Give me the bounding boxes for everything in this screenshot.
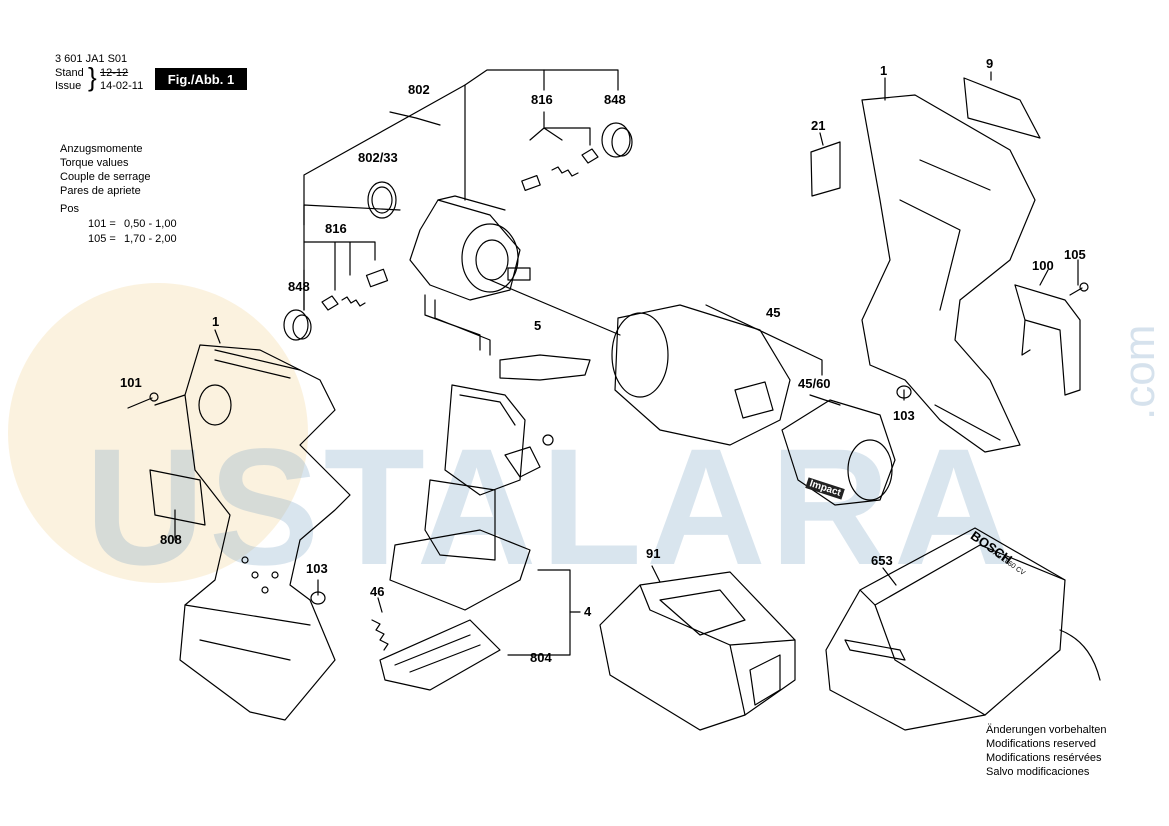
nut-103-left bbox=[310, 591, 326, 605]
old-date: 12-12 bbox=[100, 67, 129, 79]
housing-left bbox=[179, 344, 351, 721]
cap-upper bbox=[601, 122, 633, 158]
leader-816a bbox=[529, 69, 591, 146]
torque-value-101: 0,50 - 1,00 bbox=[124, 218, 177, 230]
nut-103-right bbox=[896, 385, 912, 399]
note-es: Salvo modificaciones bbox=[986, 766, 1090, 778]
torque-pos-101: 101 = bbox=[88, 218, 116, 230]
label-45-60: 45/60 bbox=[798, 376, 831, 391]
label-91: 91 bbox=[646, 546, 661, 561]
label-100: 100 bbox=[1032, 258, 1054, 273]
label-802: 802 bbox=[408, 82, 430, 97]
leader-1a bbox=[214, 329, 221, 344]
leader-91 bbox=[651, 565, 661, 583]
torque-pos-label: Pos bbox=[60, 203, 79, 215]
screw-101 bbox=[127, 392, 159, 409]
label-sticker-21 bbox=[810, 141, 841, 197]
label-sticker-9 bbox=[963, 77, 1041, 139]
label-804: 804 bbox=[530, 650, 552, 665]
leader-lines bbox=[154, 69, 1079, 656]
brush-set-upper bbox=[521, 148, 599, 192]
label-816-upper: 816 bbox=[531, 92, 553, 107]
leader-101 bbox=[154, 394, 186, 406]
o-ring bbox=[367, 181, 397, 219]
label-848-lower: 848 bbox=[288, 279, 310, 294]
watermark-circle bbox=[8, 283, 308, 583]
label-9: 9 bbox=[986, 56, 994, 71]
leader-21 bbox=[819, 132, 824, 146]
figure-badge: Fig./Abb. 1 bbox=[155, 68, 247, 90]
torque-line-en: Torque values bbox=[60, 157, 129, 169]
note-en: Modifications reserved bbox=[986, 738, 1097, 750]
charger bbox=[825, 527, 1101, 731]
label-45: 45 bbox=[766, 305, 781, 320]
torque-value-105: 1,70 - 2,00 bbox=[124, 233, 177, 245]
label-653: 653 bbox=[871, 553, 893, 568]
gear-housing bbox=[611, 304, 791, 446]
leader-816b bbox=[303, 241, 376, 291]
leader-802-33-ring bbox=[389, 111, 441, 126]
watermark-text: USTALARA bbox=[85, 415, 1018, 600]
label-848-upper: 848 bbox=[604, 92, 626, 107]
part-number: 3 601 JA1 S01 bbox=[55, 53, 128, 65]
label-808: 808 bbox=[160, 532, 182, 547]
label-1-left: 1 bbox=[212, 314, 220, 329]
cap-lower bbox=[283, 309, 312, 341]
screw-105 bbox=[1069, 282, 1089, 296]
label-802-33: 802/33 bbox=[358, 150, 398, 165]
label-103-left: 103 bbox=[306, 561, 328, 576]
motor bbox=[409, 195, 531, 356]
impact-cover bbox=[781, 399, 896, 506]
brush-set-lower bbox=[321, 268, 389, 311]
switch-module bbox=[389, 354, 591, 611]
battery-pack bbox=[599, 571, 796, 731]
leader-802-bracket bbox=[303, 69, 619, 311]
leader-100 bbox=[1039, 269, 1049, 286]
torque-line-de: Anzugsmomente bbox=[60, 143, 143, 155]
torque-line-fr: Couple de serrage bbox=[60, 171, 151, 183]
label-5: 5 bbox=[534, 318, 542, 333]
note-de: Änderungen vorbehalten bbox=[986, 724, 1107, 736]
leader-4-bracket bbox=[507, 569, 571, 656]
leader-45-60 bbox=[809, 394, 841, 406]
label-21: 21 bbox=[811, 118, 826, 133]
leader-802-33 bbox=[303, 204, 401, 226]
new-date: 14-02-11 bbox=[100, 80, 144, 92]
leader-45 bbox=[705, 304, 823, 376]
label-46: 46 bbox=[370, 584, 385, 599]
note-fr: Modifications resérvées bbox=[986, 752, 1102, 764]
torque-pos-105: 105 = bbox=[88, 233, 116, 245]
housing-right bbox=[861, 94, 1036, 453]
label-sticker-808 bbox=[149, 469, 206, 526]
o-ring-inner bbox=[371, 186, 393, 214]
leader-46 bbox=[377, 597, 383, 613]
leader-axis-motor-gear bbox=[489, 279, 621, 336]
label-1-right: 1 bbox=[880, 63, 888, 78]
label-816-lower: 816 bbox=[325, 221, 347, 236]
label-101: 101 bbox=[120, 375, 142, 390]
leader-653 bbox=[882, 567, 897, 586]
issue-label: Issue bbox=[55, 80, 82, 92]
stand-label: Stand bbox=[55, 67, 84, 79]
torque-line-es: Pares de apriete bbox=[60, 185, 141, 197]
label-4: 4 bbox=[584, 604, 592, 619]
label-105: 105 bbox=[1064, 247, 1086, 262]
base-plate bbox=[371, 619, 501, 691]
label-103-right: 103 bbox=[893, 408, 915, 423]
belt-clip bbox=[1014, 284, 1081, 396]
brace-symbol: } bbox=[88, 62, 97, 92]
